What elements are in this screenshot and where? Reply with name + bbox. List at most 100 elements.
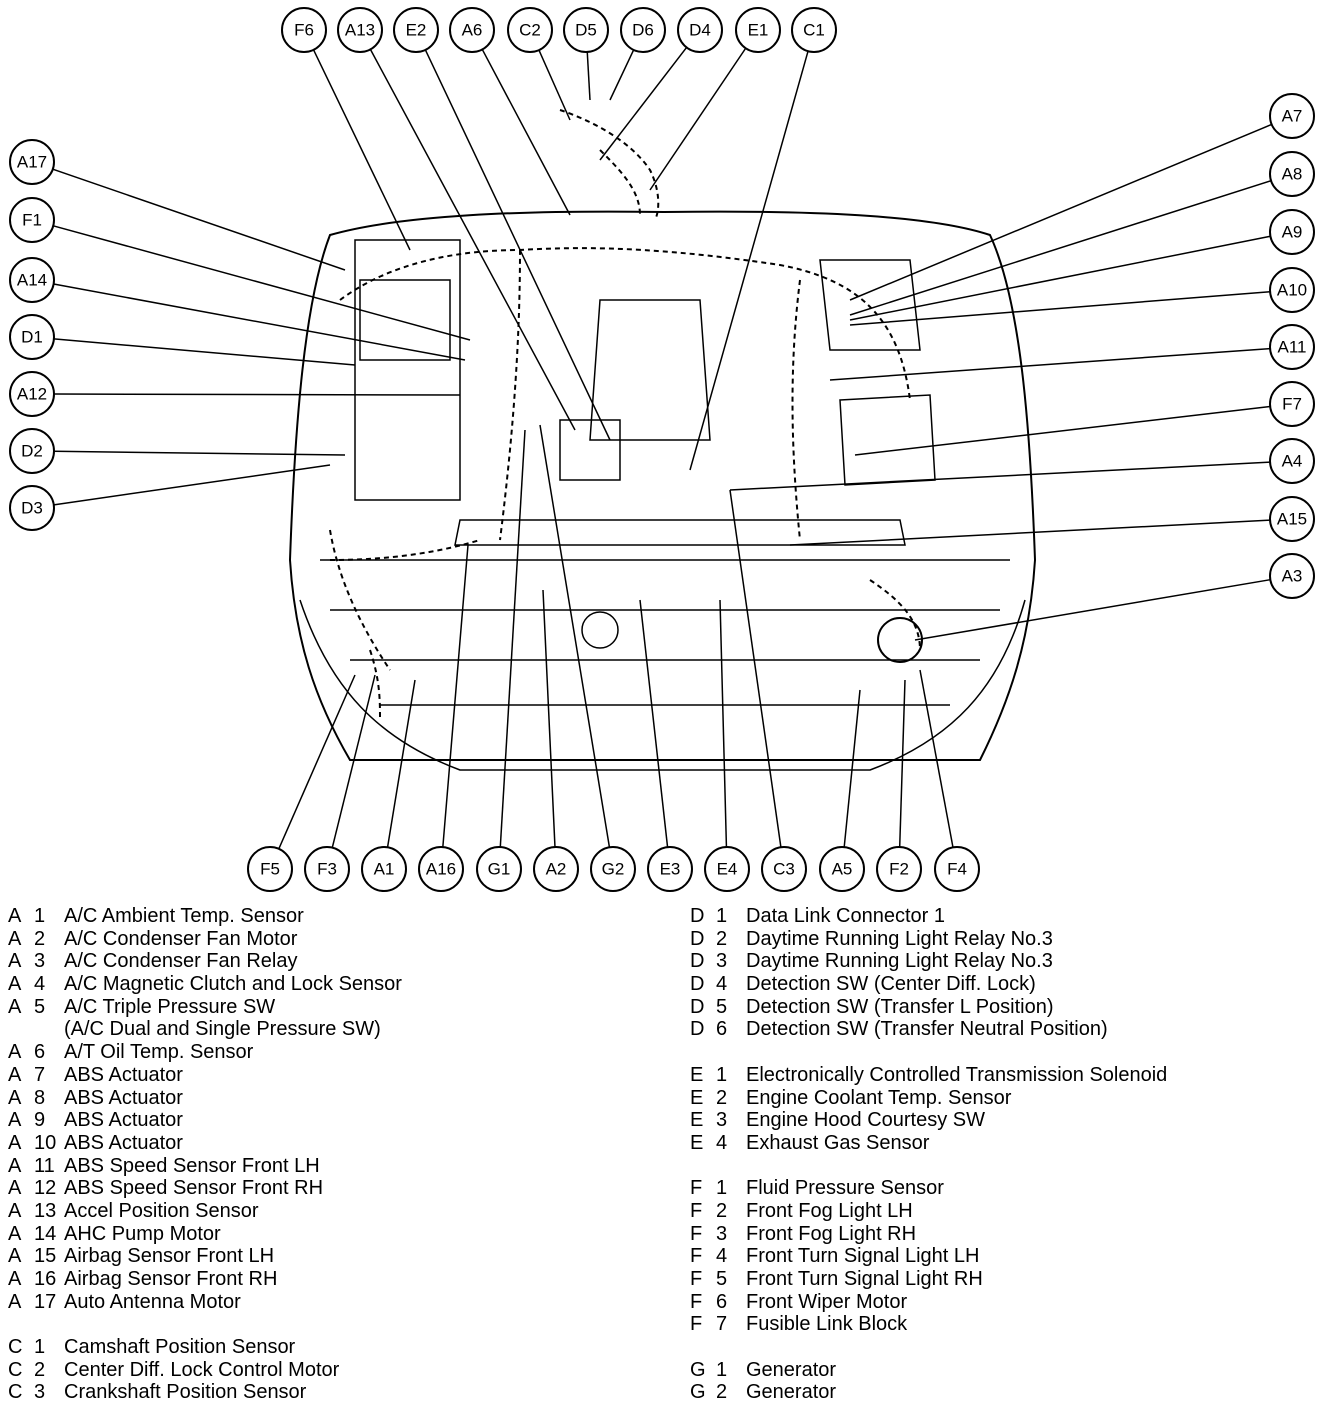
legend-code — [8, 1018, 64, 1041]
leader-line-d2 — [53, 450, 346, 456]
legend-description: Engine Coolant Temp. Sensor — [746, 1086, 1012, 1109]
leader-line-e4 — [719, 599, 728, 848]
legend-description: A/C Condenser Fan Motor — [64, 927, 298, 950]
callout-d5: D5 — [563, 7, 609, 53]
callout-label: A16 — [426, 860, 456, 879]
legend-description: Front Fog Light LH — [746, 1199, 913, 1222]
leader-line-a4 — [729, 461, 1271, 491]
leader-line-a17 — [52, 168, 346, 271]
legend-number: 3 — [716, 1222, 728, 1245]
legend-number: 3 — [34, 1381, 46, 1404]
leader-line-d6 — [609, 49, 635, 101]
legend-letter: D — [690, 905, 705, 927]
callout-a4: A4 — [1269, 438, 1315, 484]
callout-label: C2 — [519, 21, 541, 40]
callout-circle — [337, 7, 383, 53]
legend-number: 7 — [716, 1313, 728, 1336]
callout-a3: A3 — [1269, 553, 1315, 599]
callout-label: F6 — [294, 21, 314, 40]
callout-label: E2 — [406, 21, 427, 40]
legend-description: ABS Actuator — [64, 1109, 183, 1132]
leader-line-f1 — [53, 225, 471, 341]
legend-letter: A — [8, 1063, 22, 1086]
legend-description: ABS Speed Sensor Front RH — [64, 1177, 324, 1200]
callout-e3: E3 — [647, 846, 693, 892]
legend-description: AHC Pump Motor — [64, 1222, 221, 1245]
callout-label: A10 — [1277, 281, 1307, 300]
legend-description: Detection SW (Transfer Neutral Position) — [746, 1018, 1108, 1041]
legend-description: ABS Actuator — [64, 1086, 183, 1109]
legend-description: A/C Condenser Fan Relay — [64, 950, 298, 973]
legend-description: ABS Actuator — [64, 1131, 183, 1154]
legend-description: ABS Actuator — [64, 1063, 183, 1086]
leader-line-f6 — [312, 49, 411, 251]
callout-a13: A13 — [337, 7, 383, 53]
legend-letter: E — [690, 1131, 704, 1154]
leader-line-e1 — [649, 47, 747, 191]
legend-description: (A/C Dual and Single Pressure SW) — [64, 1018, 381, 1041]
legend-description: Daytime Running Light Relay No.3 — [746, 927, 1053, 950]
legend-letter: A — [8, 1131, 22, 1154]
legend-letter: D — [690, 950, 705, 973]
legend-description: Auto Antenna Motor — [64, 1290, 241, 1313]
callout-circle — [1269, 324, 1315, 370]
legend-number: 5 — [716, 1268, 728, 1290]
legend-number: 2 — [716, 1199, 728, 1222]
callout-circle — [304, 846, 350, 892]
callout-e1: E1 — [735, 7, 781, 53]
leader-line-d3 — [53, 464, 331, 506]
legend-letter: C — [8, 1336, 23, 1359]
callout-label: F4 — [947, 860, 967, 879]
callout-g1: G1 — [476, 846, 522, 892]
engine-bay-line-art — [288, 109, 1037, 771]
leader-line-a5 — [843, 689, 861, 848]
legend-number: 1 — [34, 905, 46, 927]
legend-number: 3 — [34, 950, 46, 973]
callout-circle — [1269, 93, 1315, 139]
legend-letter: F — [690, 1199, 703, 1222]
callout-label: A2 — [546, 860, 567, 879]
callout-circle — [620, 7, 666, 53]
callout-label: E1 — [748, 21, 769, 40]
legend-letter: G — [690, 1358, 706, 1381]
legend-number: 15 — [34, 1245, 57, 1268]
legend-number: 1 — [716, 1358, 728, 1381]
legend-letter: E — [690, 1109, 704, 1132]
leader-line-a8 — [849, 179, 1272, 316]
legend-number: 9 — [34, 1109, 46, 1132]
legend-letter: C — [8, 1358, 23, 1381]
callout-circle — [934, 846, 980, 892]
leader-line-c2 — [538, 49, 571, 121]
legend-letter: D — [690, 973, 705, 996]
callout-label: A4 — [1282, 452, 1303, 471]
legend-number: 1 — [716, 905, 728, 927]
callout-d4: D4 — [677, 7, 723, 53]
callout-e2: E2 — [393, 7, 439, 53]
callout-label: A7 — [1282, 107, 1303, 126]
callout-label: C3 — [773, 860, 795, 879]
legend-letter: A — [8, 1245, 22, 1268]
callout-label: F2 — [889, 860, 909, 879]
callout-c2: C2 — [507, 7, 553, 53]
callout-label: A6 — [462, 21, 483, 40]
leader-line-c3 — [729, 489, 782, 848]
callout-label: D4 — [689, 21, 711, 40]
callout-c1: C1 — [791, 7, 837, 53]
